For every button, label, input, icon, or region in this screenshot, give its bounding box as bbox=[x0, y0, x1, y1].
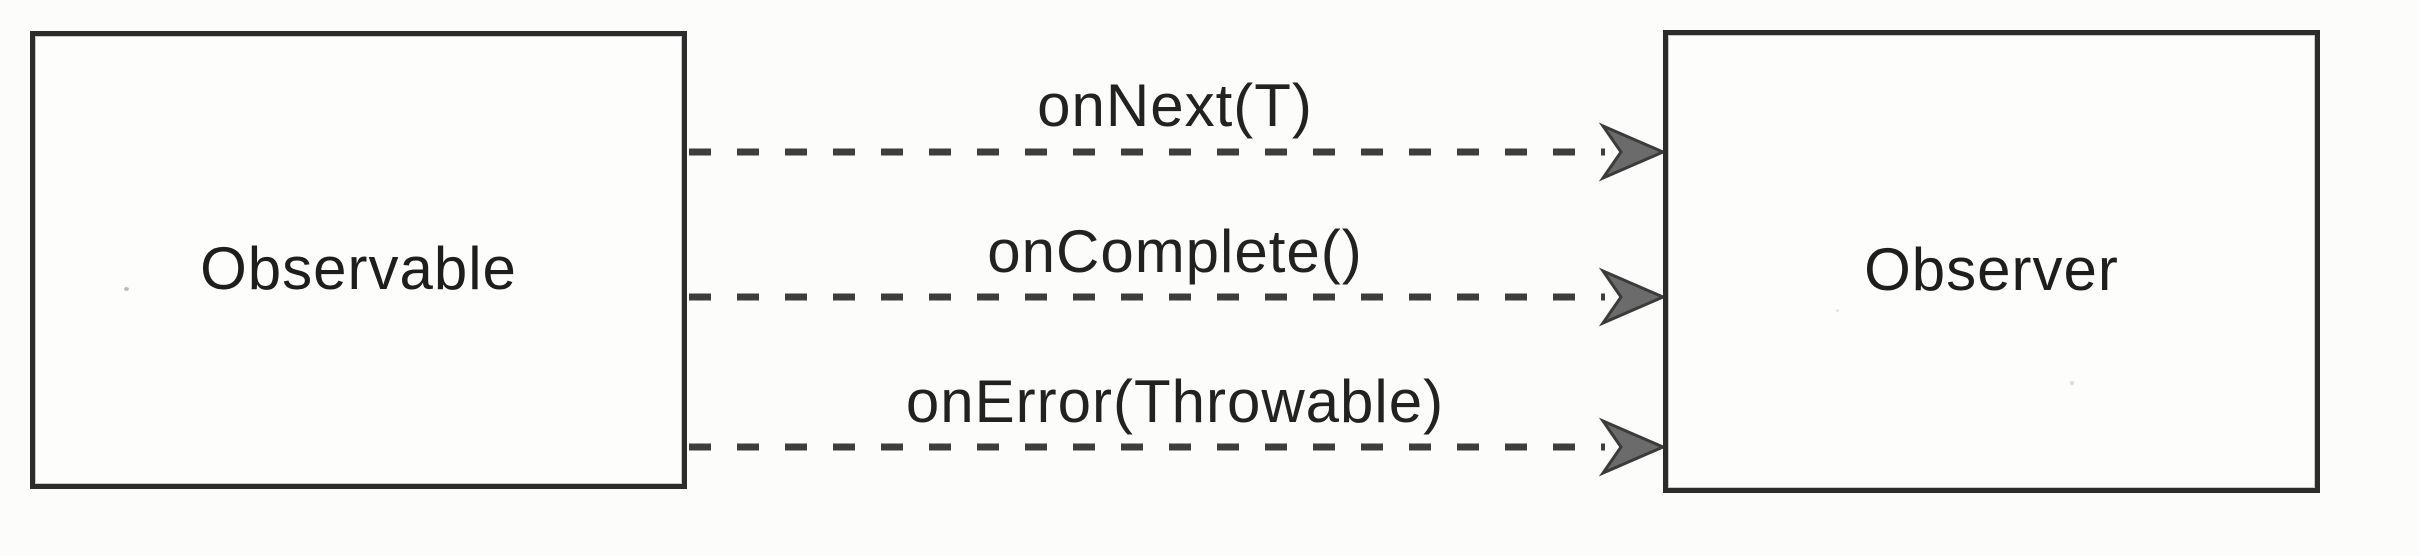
onnext-edge-label: onNext(T) bbox=[1037, 72, 1313, 139]
oncomplete-arrowhead-icon bbox=[1598, 267, 1663, 327]
oncomplete-edge-label: onComplete() bbox=[987, 218, 1363, 285]
scan-speck bbox=[124, 287, 129, 291]
onerror-edge bbox=[689, 417, 1663, 477]
onerror-arrowhead-icon bbox=[1598, 417, 1663, 477]
oncomplete-edge bbox=[689, 267, 1663, 327]
onerror-edge-label: onError(Throwable) bbox=[905, 368, 1445, 435]
onnext-arrowhead-icon bbox=[1598, 122, 1663, 182]
scan-speck bbox=[2070, 381, 2074, 385]
edges-canvas bbox=[689, 122, 1663, 477]
observer-node: Observer bbox=[1663, 30, 2320, 493]
observer-node-label: Observer bbox=[1864, 236, 2119, 303]
onnext-edge bbox=[689, 122, 1663, 182]
observable-node: Observable bbox=[30, 31, 687, 489]
scan-speck bbox=[1836, 309, 1839, 312]
observable-node-label: Observable bbox=[200, 234, 517, 302]
